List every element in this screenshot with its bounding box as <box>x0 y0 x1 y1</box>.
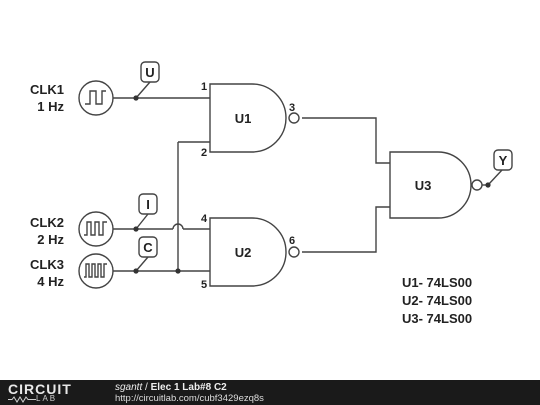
gate-u1-label: U1 <box>235 111 252 126</box>
gate-u3-label: U3 <box>415 178 432 193</box>
probe-y[interactable]: Y <box>493 149 513 171</box>
probe-i[interactable]: I <box>138 193 158 215</box>
junction-dot <box>133 95 139 101</box>
junction-dots <box>133 95 491 274</box>
author-name[interactable]: sgantt <box>115 382 143 393</box>
gate-u2-label: U2 <box>235 245 252 260</box>
nand-gate-u2[interactable]: U2 <box>209 217 300 287</box>
pin-4-label: 4 <box>201 213 208 225</box>
probe-u-label: U <box>145 65 154 80</box>
nand-gate-u3[interactable]: U3 <box>389 151 483 219</box>
credit-separator: / <box>142 382 151 393</box>
circuitlab-logo-sub: LAB <box>36 394 58 403</box>
probe-c-label: C <box>143 240 153 255</box>
clk3-name: CLK3 <box>30 257 64 272</box>
clk3-freq: 4 Hz <box>37 274 64 289</box>
circuit-credit: sgantt / Elec 1 Lab#8 C2 <box>115 382 227 393</box>
clock-source-clk2[interactable] <box>78 211 114 247</box>
junction-dot <box>485 182 491 188</box>
pin-2-label: 2 <box>201 147 207 159</box>
circuit-schematic: CLK1 1 Hz CLK2 2 Hz CLK3 4 Hz U I C Y U1… <box>30 61 513 326</box>
part-u3: U3- 74LS00 <box>402 311 472 326</box>
probe-y-label: Y <box>499 153 508 168</box>
clk1-freq: 1 Hz <box>37 99 64 114</box>
pin-1-label: 1 <box>201 81 207 93</box>
clock-source-clk1[interactable] <box>78 80 114 116</box>
pin-3-label: 3 <box>289 102 295 114</box>
nand-gate-u1[interactable]: U1 <box>209 83 300 153</box>
probe-u[interactable]: U <box>140 61 160 83</box>
pin-5-label: 5 <box>201 279 207 291</box>
junction-dot <box>133 268 139 274</box>
part-u2: U2- 74LS00 <box>402 293 472 308</box>
junction-dot <box>175 268 181 274</box>
clk2-name: CLK2 <box>30 215 64 230</box>
circuit-title[interactable]: Elec 1 Lab#8 C2 <box>150 382 227 393</box>
clk2-freq: 2 Hz <box>37 232 64 247</box>
pin-6-label: 6 <box>289 235 295 247</box>
clk1-name: CLK1 <box>30 82 64 97</box>
junction-dot <box>133 226 139 232</box>
part-u1: U1- 74LS00 <box>402 275 472 290</box>
clock-source-clk3[interactable] <box>78 253 114 289</box>
circuit-url[interactable]: http://circuitlab.com/cubf3429ezq8s <box>115 393 264 404</box>
wires <box>113 81 503 272</box>
probe-c[interactable]: C <box>138 236 158 258</box>
circuitlab-logo: CIRCUIT <box>8 381 72 397</box>
logo-resistor-icon <box>8 396 36 403</box>
probe-i-label: I <box>146 197 150 212</box>
footer-bar: CIRCUIT LAB sgantt / Elec 1 Lab#8 C2 htt… <box>0 380 540 405</box>
